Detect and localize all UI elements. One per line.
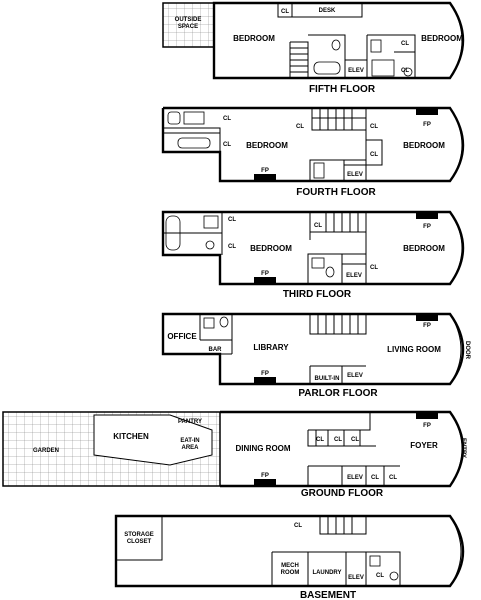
living-room-label: LIVING ROOM — [387, 345, 441, 354]
elevator-label: ELEV — [347, 475, 363, 481]
closet-elevator-label: CL — [370, 265, 378, 271]
label-line: ROOM — [281, 570, 300, 576]
garden-label: GARDEN — [33, 448, 59, 454]
built-in-label: BUILT-IN — [315, 376, 340, 382]
fireplace-rear-label: FP — [261, 168, 269, 174]
closet-5-label: CL — [389, 475, 397, 481]
bedroom-rear-label: BEDROOM — [250, 244, 292, 253]
closet-stair-label: CL — [314, 223, 322, 229]
foyer-label: FOYER — [410, 441, 438, 450]
fireplace-front-label: FP — [423, 423, 431, 429]
closet-stair-3-label: CL — [370, 152, 378, 158]
fireplace-front — [416, 412, 438, 419]
label-line: CLOSET — [127, 539, 152, 545]
dining-room-label: DINING ROOM — [235, 444, 290, 453]
fireplace-front-label: FP — [423, 122, 431, 128]
closet-stair-1-label: CL — [296, 124, 304, 130]
basement-title: BASEMENT — [300, 590, 356, 600]
pantry-label: PANTRY — [178, 419, 202, 425]
bath-closet-1-label: CL — [401, 41, 409, 47]
bedroom-rear-label: BEDROOM — [233, 34, 275, 43]
fireplace-rear-label: FP — [261, 371, 269, 377]
fireplace-front — [416, 314, 438, 321]
closet-2-label: CL — [334, 437, 342, 443]
third-floor-title: THIRD FLOOR — [283, 289, 352, 300]
closet-bath-1-label: CL — [228, 217, 236, 223]
bar-label: BAR — [209, 347, 223, 353]
fireplace-rear — [254, 277, 276, 284]
fireplace-rear — [254, 377, 276, 384]
closet-3-label: CL — [351, 437, 359, 443]
closet-top-label: CL — [294, 523, 302, 529]
ground-floor-title: GROUND FLOOR — [301, 488, 384, 499]
fireplace-front-label: FP — [423, 224, 431, 230]
door-label: DOOR — [464, 341, 470, 360]
closet-bath-2-label: CL — [228, 244, 236, 250]
closet-4-label: CL — [371, 475, 379, 481]
label-line: AREA — [181, 445, 199, 451]
elevator-label: ELEV — [346, 273, 362, 279]
closet-rear-2-label: CL — [223, 142, 231, 148]
entry-label: ENTRY — [460, 438, 466, 458]
bedroom-front-label: BEDROOM — [403, 244, 445, 253]
closet-rear-1-label: CL — [223, 116, 231, 122]
outside-space-terrace — [162, 2, 215, 48]
kitchen-label: KITCHEN — [113, 432, 149, 441]
fireplace-front — [416, 108, 438, 115]
third-floor: BEDROOM BEDROOM CL CL CL CL ELEV FP FP T… — [161, 210, 465, 300]
parlor-floor: OFFICE BAR LIBRARY LIVING ROOM DOOR BUIL… — [161, 312, 470, 399]
elevator-label: ELEV — [347, 172, 363, 178]
fireplace-rear — [254, 479, 276, 486]
fireplace-front-label: FP — [423, 323, 431, 329]
elevator-label: ELEV — [347, 373, 363, 379]
elevator-label: ELEV — [348, 68, 364, 74]
library-label: LIBRARY — [253, 343, 289, 352]
bath-closet-2-label: CL — [401, 68, 409, 74]
bedroom-front-label: BEDROOM — [421, 34, 463, 43]
closet-1-label: CL — [316, 437, 324, 443]
fireplace-rear-label: FP — [261, 473, 269, 479]
office-label: OFFICE — [167, 332, 197, 341]
fireplace-rear-label: FP — [261, 271, 269, 277]
parlor-floor-title: PARLOR FLOOR — [298, 388, 378, 399]
elevator-label: ELEV — [348, 575, 364, 581]
bedroom-front-label: BEDROOM — [403, 141, 445, 150]
fifth-floor-title: FIFTH FLOOR — [309, 84, 376, 95]
fourth-floor: BEDROOM BEDROOM CL CL CL CL CL ELEV FP F… — [161, 106, 465, 198]
laundry-label: LAUNDRY — [312, 570, 341, 576]
fourth-floor-title: FOURTH FLOOR — [296, 187, 376, 198]
fireplace-front — [416, 212, 438, 219]
closet-stair-2-label: CL — [370, 124, 378, 130]
label-line: SPACE — [178, 24, 198, 30]
bedroom-rear-label: BEDROOM — [246, 141, 288, 150]
fireplace-rear — [254, 174, 276, 181]
desk-closet-label: CL — [281, 9, 289, 15]
desk-label: DESK — [319, 8, 336, 14]
closet-bottom-label: CL — [376, 573, 384, 579]
